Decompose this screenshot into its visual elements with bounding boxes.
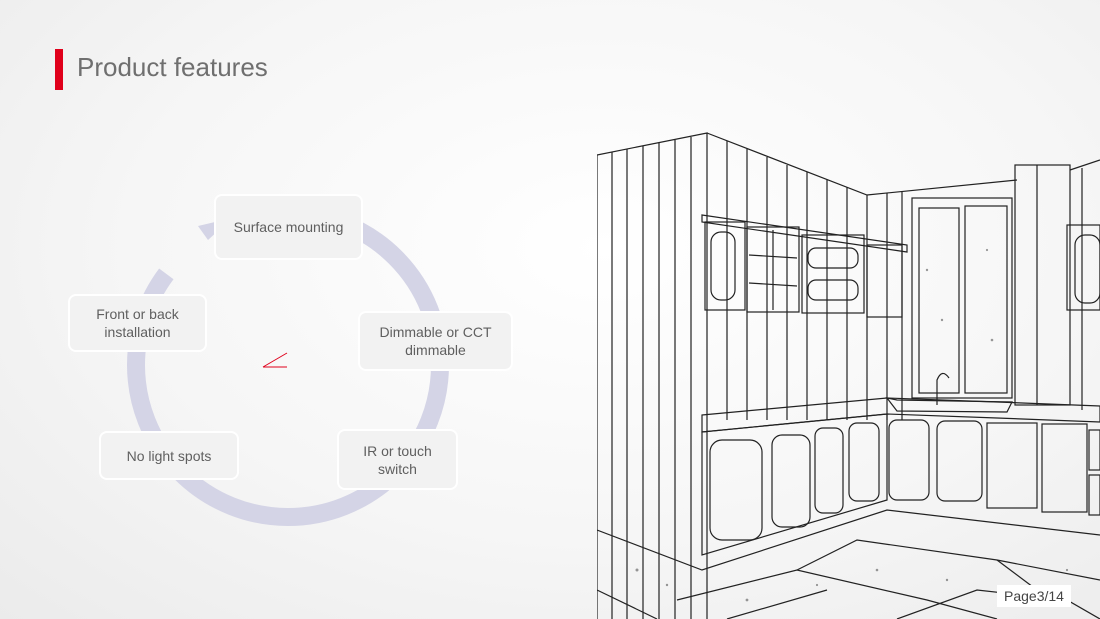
feature-surface-mounting: Surface mounting	[216, 196, 361, 258]
features-cycle-diagram: Surface mounting Dimmable or CCT dimmabl…	[70, 196, 511, 526]
title-accent-bar	[55, 49, 63, 90]
feature-dimmable: Dimmable or CCT dimmable	[360, 313, 511, 369]
feature-no-light-spots: No light spots	[101, 433, 237, 478]
feature-front-back-installation: Front or back installation	[70, 296, 205, 350]
accent-tick-icon	[262, 352, 288, 368]
kitchen-illustration	[597, 132, 1100, 619]
page-title: Product features	[77, 52, 268, 82]
feature-switch: IR or touch switch	[339, 431, 456, 488]
page-number: Page3/14	[997, 585, 1071, 607]
